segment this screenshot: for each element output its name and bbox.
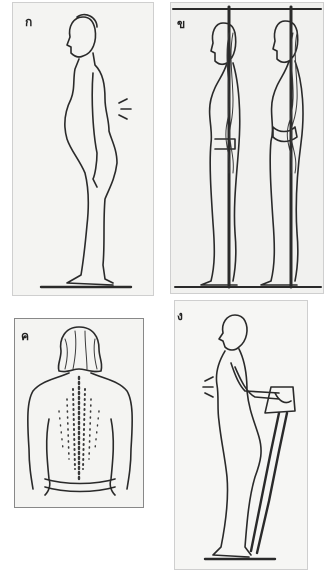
figure-panel-posture-comparison: ข — [170, 2, 324, 294]
posture-comparison-illustration — [171, 3, 323, 293]
back-view-illustration — [15, 319, 143, 507]
lifting-illustration — [175, 301, 307, 569]
figure-panel-lifting: ง — [174, 300, 308, 570]
standing-profile-illustration — [13, 3, 153, 295]
figure-panel-standing-profile: ก — [12, 2, 154, 296]
figure-panel-back-view: ค — [14, 318, 144, 508]
